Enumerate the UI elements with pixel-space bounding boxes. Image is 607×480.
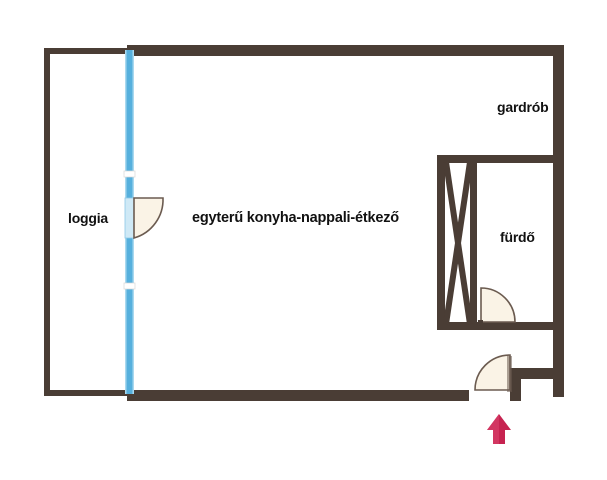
bathroom-door bbox=[478, 287, 516, 326]
room-label-gardrob: gardrób bbox=[497, 99, 549, 115]
entrance-door bbox=[474, 354, 512, 392]
room-label-loggia: loggia bbox=[68, 210, 109, 226]
exterior-walls bbox=[127, 45, 564, 401]
entrance-arrow-icon bbox=[487, 414, 511, 444]
room-label-furdo: fürdő bbox=[500, 229, 535, 245]
loggia-door bbox=[133, 197, 164, 240]
loggia-walls bbox=[44, 48, 134, 396]
wardrobe-cross-symbol bbox=[443, 161, 473, 325]
glass-partition-wall bbox=[123, 50, 136, 394]
room-label-main-living-space: egyterű konyha-nappali-étkező bbox=[192, 210, 399, 226]
interior-walls bbox=[437, 155, 557, 330]
